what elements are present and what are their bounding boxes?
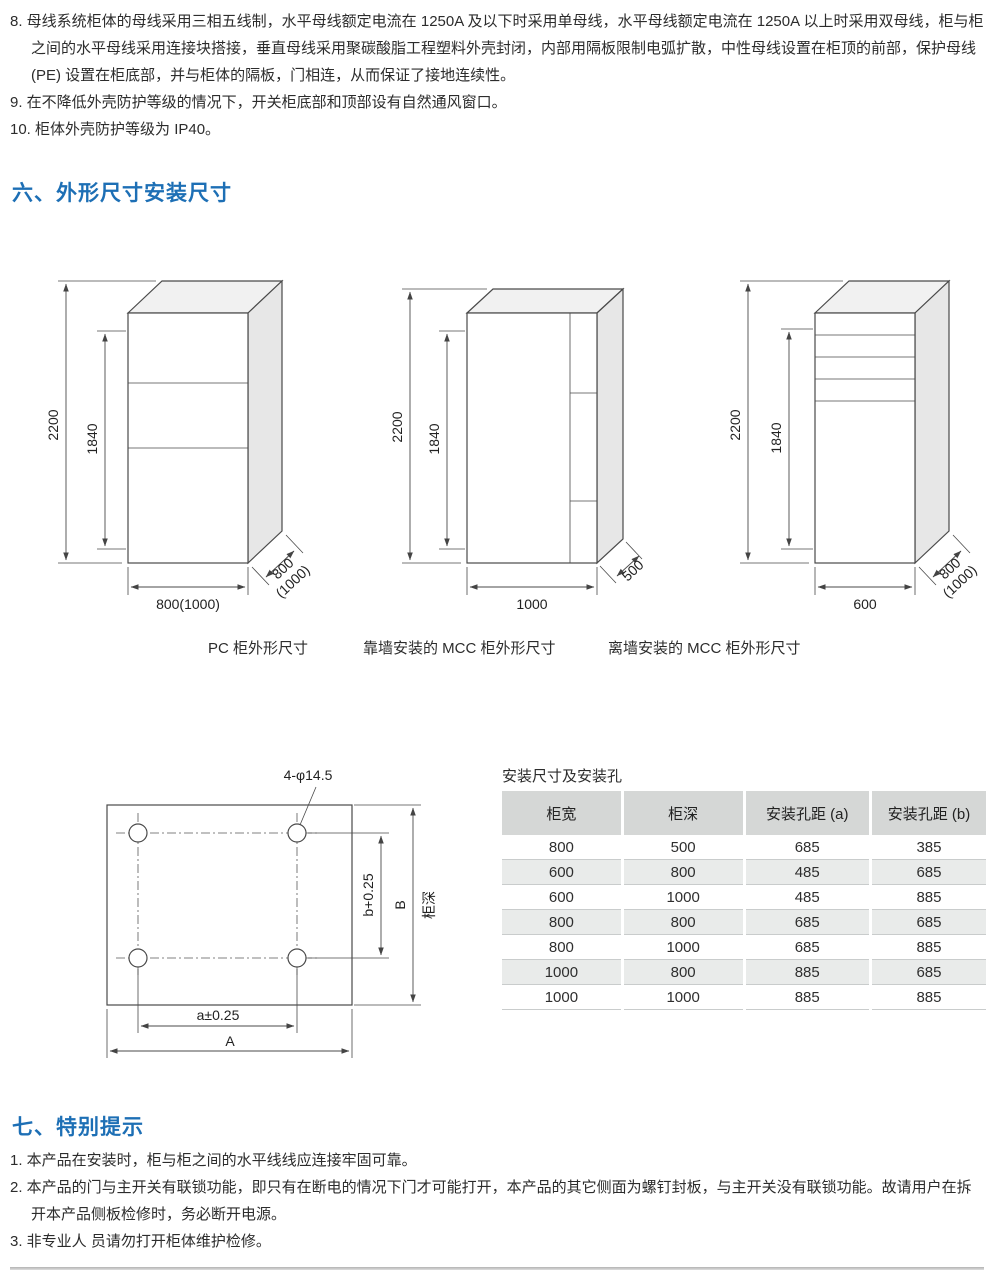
- dimension-drawings: 2200 1840 800(1000) 800 (1000): [10, 243, 984, 635]
- caption-mcc-wall-cabinet: 靠墙安装的 MCC 柜外形尺寸: [363, 640, 556, 657]
- dim-B-label: B: [392, 900, 408, 909]
- note-item-3: 3. 非专业人 员请勿打开柜体维护检修。: [10, 1233, 271, 1250]
- dim-depth-line1: 500: [619, 556, 647, 584]
- dim-door-height: 1840: [768, 422, 784, 453]
- col-header-hole-spacing-b: 安装孔距 (b): [871, 791, 986, 835]
- table-cell: 485: [745, 860, 869, 885]
- dim-width: 600: [853, 596, 877, 612]
- drawing-mcc-wall-cabinet: 2200 1840 1000 500: [389, 287, 647, 612]
- dimension-lines: [740, 280, 971, 595]
- drawing-mcc-freestanding-cabinet: 2200 1840 600 800 (1000): [727, 279, 980, 612]
- cabinet-side-face: [914, 279, 950, 565]
- mounting-hole-diagram: 4-φ14.5 a±0.25 A b+0.25 B 柜深: [106, 767, 437, 1058]
- front-panel-lines: [569, 313, 597, 563]
- cabinet-side-face: [596, 287, 624, 565]
- table-cell: 885: [745, 985, 869, 1010]
- table-cell: 800: [623, 910, 743, 935]
- hole-leader-line: [299, 786, 317, 826]
- table-cell: 1000: [623, 935, 743, 960]
- mounting-holes: [128, 823, 307, 968]
- table-cell: 1000: [502, 985, 621, 1010]
- table-cell: 1000: [623, 885, 743, 910]
- cabinet-front-face: [127, 312, 249, 564]
- dim-total-height: 2200: [389, 411, 405, 442]
- table-cell: 685: [871, 910, 986, 935]
- table-cell: 600: [502, 860, 621, 885]
- table-cell: 800: [502, 835, 621, 860]
- table-cell: 800: [623, 860, 743, 885]
- holes-label: 4-φ14.5: [284, 767, 333, 783]
- table-cell: 685: [745, 910, 869, 935]
- col-header-cabinet-depth: 柜深: [623, 791, 743, 835]
- intro-section: 8. 母线系统柜体的母线采用三相五线制，水平母线额定电流在 1250A 及以下时…: [10, 8, 984, 143]
- section7-title: 七、特别提示: [12, 1116, 144, 1139]
- table-cell: 885: [871, 985, 986, 1010]
- front-panel-lines: [128, 382, 248, 449]
- dim-door-height: 1840: [84, 423, 100, 454]
- notes-section: 1. 本产品在安装时，柜与柜之间的水平线线应连接牢固可靠。 2. 本产品的门与主…: [10, 1147, 984, 1255]
- installation-section: 4-φ14.5 a±0.25 A b+0.25 B 柜深 安装尺寸及安装孔: [10, 765, 986, 1077]
- dim-width: 800(1000): [156, 596, 220, 612]
- cabinet-front-face: [466, 312, 598, 564]
- dimension-lines: [58, 280, 304, 595]
- table-cell: 685: [745, 835, 869, 860]
- table-cell: 800: [623, 960, 743, 985]
- table-cell: 800: [502, 935, 621, 960]
- table-cell: 800: [502, 910, 621, 935]
- drawing-captions: PC 柜外形尺寸 靠墙安装的 MCC 柜外形尺寸 离墙安装的 MCC 柜外形尺寸: [10, 637, 984, 661]
- intro-item-10: 10. 柜体外壳防护等级为 IP40。: [10, 121, 221, 138]
- cabinet-front-face: [814, 312, 916, 564]
- col-header-cabinet-width: 柜宽: [502, 791, 621, 835]
- drawing-pc-cabinet: 2200 1840 800(1000) 800 (1000): [45, 279, 313, 612]
- table-cell: 385: [871, 835, 986, 860]
- table-cell: 600: [502, 885, 621, 910]
- table-cell: 685: [871, 860, 986, 885]
- note-item-2: 2. 本产品的门与主开关有联锁功能，即只有在断电的情况下门才可能打开，本产品的其…: [10, 1179, 972, 1223]
- base-plate: [106, 804, 353, 1006]
- cabinet-depth-label: 柜深: [421, 891, 437, 919]
- dim-total-height: 2200: [727, 409, 743, 440]
- intro-item-8: 8. 母线系统柜体的母线采用三相五线制，水平母线额定电流在 1250A 及以下时…: [10, 13, 984, 84]
- col-header-hole-spacing-a: 安装孔距 (a): [745, 791, 869, 835]
- table-cell: 485: [745, 885, 869, 910]
- dim-a-label: a±0.25: [197, 1007, 240, 1023]
- dim-b-label: b+0.25: [360, 873, 376, 916]
- cabinet-top-face: [465, 288, 625, 314]
- dim-door-height: 1840: [426, 423, 442, 454]
- caption-pc-cabinet: PC 柜外形尺寸: [208, 640, 309, 657]
- table-cell: 685: [745, 935, 869, 960]
- section6-title: 六、外形尺寸安装尺寸: [12, 182, 232, 205]
- table-cell: 1000: [623, 985, 743, 1010]
- intro-item-9: 9. 在不降低外壳防护等级的情况下，开关柜底部和顶部设有自然通风窗口。: [10, 94, 507, 111]
- dim-A-label: A: [225, 1033, 235, 1049]
- table-cell: 885: [745, 960, 869, 985]
- dimension-lines: [106, 804, 421, 1058]
- installation-table: 柜宽 柜深 安装孔距 (a) 安装孔距 (b) 800 500 685 385 …: [502, 791, 986, 1010]
- front-panel-lines: [815, 334, 915, 402]
- caption-mcc-freestanding-cabinet: 离墙安装的 MCC 柜外形尺寸: [608, 640, 801, 657]
- note-item-1: 1. 本产品在安装时，柜与柜之间的水平线线应连接牢固可靠。: [10, 1152, 417, 1169]
- dimension-lines: [402, 288, 643, 595]
- table-cell: 885: [871, 935, 986, 960]
- table-cell: 885: [871, 885, 986, 910]
- table-cell: 1000: [502, 960, 621, 985]
- table-cell: 685: [871, 960, 986, 985]
- dim-width: 1000: [516, 596, 547, 612]
- cabinet-side-face: [247, 279, 283, 565]
- table-cell: 500: [623, 835, 743, 860]
- install-table-title: 安装尺寸及安装孔: [502, 768, 623, 785]
- dim-total-height: 2200: [45, 409, 61, 440]
